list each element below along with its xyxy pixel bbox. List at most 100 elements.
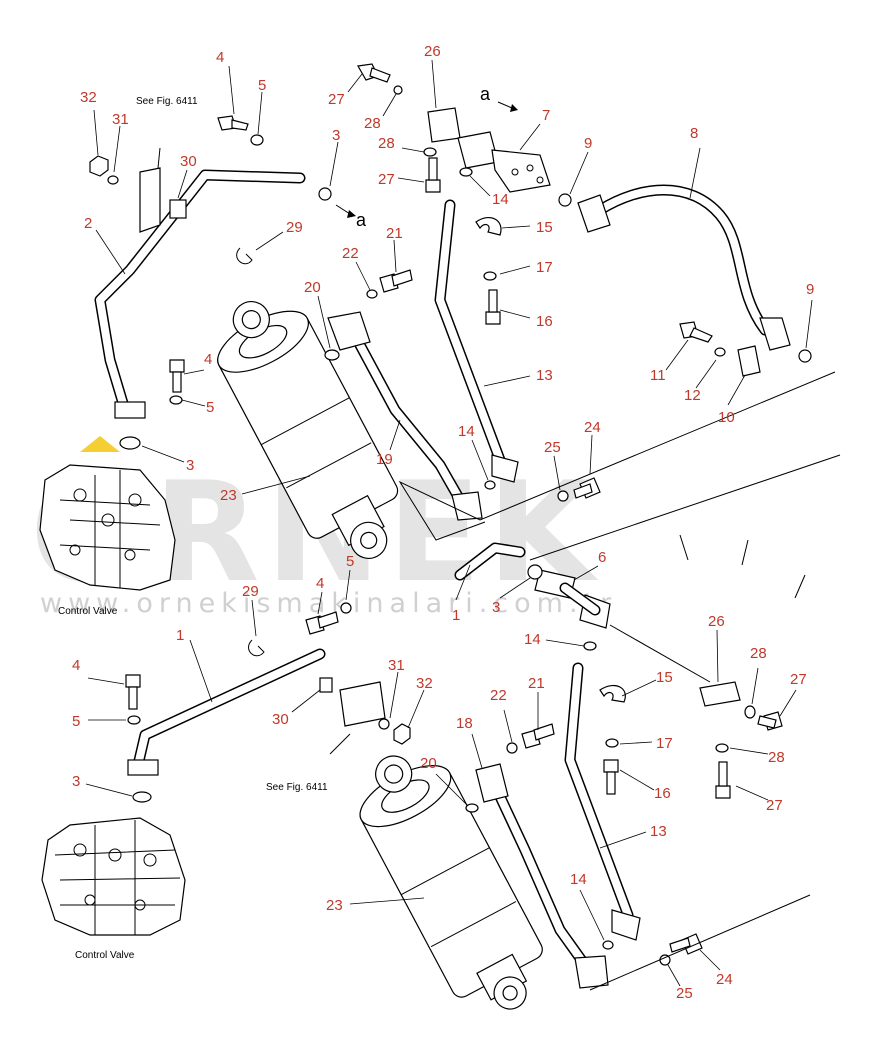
callout-7: 7 [542, 107, 550, 124]
callout-3: 3 [332, 127, 340, 144]
callout-22: 22 [342, 245, 359, 262]
cylinder-23-top [217, 301, 399, 559]
control-valve-bottom-label: Control Valve [75, 950, 135, 961]
callout-24: 24 [716, 971, 733, 988]
callout-14: 14 [524, 631, 541, 648]
watermark-url: www.ornekismakinalari.com.tr [40, 588, 617, 619]
callout-15: 15 [536, 219, 553, 236]
callout-5: 5 [258, 77, 266, 94]
callout-14: 14 [458, 423, 475, 440]
callout-26: 26 [424, 43, 441, 60]
clamp-15-bottom [599, 685, 626, 703]
arrow-a-top: a [480, 84, 518, 112]
see-fig-bottom-label: See Fig. 6411 [266, 782, 328, 793]
callout-4: 4 [204, 351, 212, 368]
callout-28: 28 [768, 749, 785, 766]
callout-3: 3 [186, 457, 194, 474]
callout-21: 21 [386, 225, 403, 242]
callout-28: 28 [750, 645, 767, 662]
callout-24: 24 [584, 419, 601, 436]
callout-4: 4 [316, 575, 324, 592]
callouts: 32 31 30 4 5 3 26 27 28 28 27 7 9 8 14 1… [72, 43, 814, 1002]
callout-18: 18 [456, 715, 473, 732]
callout-27: 27 [378, 171, 395, 188]
arrow-a-mid: a [335, 204, 367, 230]
clip-29-top [236, 247, 253, 265]
callout-27: 27 [766, 797, 783, 814]
callout-1: 1 [452, 607, 460, 624]
tube-2 [94, 169, 306, 419]
nuts-washers [89, 85, 812, 966]
callout-27: 27 [328, 91, 345, 108]
bracket-26-bottom [699, 681, 741, 707]
svg-text:a: a [356, 210, 367, 230]
callout-13: 13 [536, 367, 553, 384]
callout-20: 20 [304, 279, 321, 296]
tube-18 [475, 763, 609, 989]
callout-25: 25 [676, 985, 693, 1002]
callout-5: 5 [206, 399, 214, 416]
callout-2: 2 [84, 215, 92, 232]
callout-30: 30 [272, 711, 289, 728]
callout-1: 1 [176, 627, 184, 644]
callout-25: 25 [544, 439, 561, 456]
callout-26: 26 [708, 613, 725, 630]
callout-27: 27 [790, 671, 807, 688]
clamp-15-top [475, 217, 502, 236]
svg-text:a: a [480, 84, 491, 104]
callout-6: 6 [598, 549, 606, 566]
control-valve-top-label: Control Valve [58, 606, 118, 617]
callout-12: 12 [684, 387, 701, 404]
callout-20: 20 [420, 755, 437, 772]
callout-31: 31 [112, 111, 129, 128]
control-valve-top [39, 464, 176, 591]
hose-13-top [434, 199, 519, 483]
bracket-see-fig-top [139, 167, 187, 233]
callout-8: 8 [690, 125, 698, 142]
hose-8 [577, 184, 791, 351]
callout-14: 14 [492, 191, 509, 208]
callout-32: 32 [416, 675, 433, 692]
block-6 [534, 569, 611, 629]
callout-22: 22 [490, 687, 507, 704]
callout-16: 16 [536, 313, 553, 330]
callout-3: 3 [72, 773, 80, 790]
callout-5: 5 [346, 553, 354, 570]
callout-13: 13 [650, 823, 667, 840]
callout-23: 23 [220, 487, 237, 504]
callout-4: 4 [216, 49, 224, 66]
callout-28: 28 [378, 135, 395, 152]
callout-29: 29 [286, 219, 303, 236]
callout-9: 9 [584, 135, 592, 152]
elbow-10 [737, 345, 761, 377]
callout-9: 9 [806, 281, 814, 298]
callout-10: 10 [718, 409, 735, 426]
bolts [125, 63, 783, 955]
bracket-see-fig-bottom [319, 677, 386, 727]
callout-5: 5 [72, 713, 80, 730]
callout-30: 30 [180, 153, 197, 170]
callout-23: 23 [326, 897, 343, 914]
callout-14: 14 [570, 871, 587, 888]
block-7 [457, 131, 551, 193]
watermark-accent [80, 436, 120, 452]
tube-1 [127, 542, 526, 776]
callout-4: 4 [72, 657, 80, 674]
callout-21: 21 [528, 675, 545, 692]
cylinder-23-bottom [359, 755, 543, 1010]
tube-19 [327, 311, 483, 521]
reference-lines [157, 147, 841, 991]
control-valve-bottom [41, 817, 186, 936]
callout-29: 29 [242, 583, 259, 600]
bracket-26-top [427, 107, 461, 143]
hose-13-bottom [564, 662, 641, 941]
callout-3: 3 [492, 599, 500, 616]
callout-28: 28 [364, 115, 381, 132]
callout-17: 17 [536, 259, 553, 276]
clip-29-bottom [248, 639, 265, 657]
callout-19: 19 [376, 451, 393, 468]
callout-32: 32 [80, 89, 97, 106]
callout-15: 15 [656, 669, 673, 686]
leader-lines [85, 59, 813, 987]
